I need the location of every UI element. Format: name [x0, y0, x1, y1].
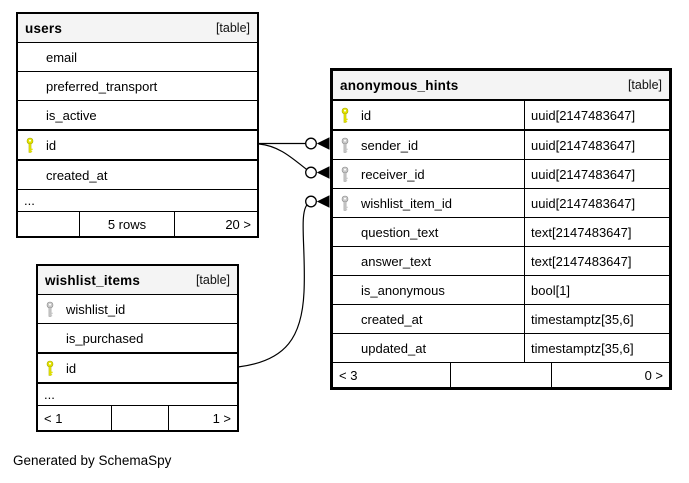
column-row-email: email	[18, 43, 257, 72]
column-row-receiver-id: receiver_id uuid[2147483647]	[333, 160, 669, 189]
column-row-created-at: created_at timestamptz[35,6]	[333, 305, 669, 334]
primary-key-icon	[333, 107, 361, 124]
foreign-key-icon	[333, 195, 361, 212]
foreign-key-icon	[38, 301, 66, 318]
column-type: uuid[2147483647]	[531, 107, 636, 123]
column-name: receiver_id	[361, 166, 425, 182]
column-name: wishlist_id	[66, 301, 126, 317]
edge-terminal-arrow	[316, 137, 330, 150]
column-name: id	[66, 360, 77, 376]
children-count: 20 >	[174, 212, 257, 236]
edge-terminal-arrow	[316, 166, 330, 179]
column-type: timestamptz[35,6]	[531, 311, 634, 327]
column-type: text[2147483647]	[531, 224, 632, 240]
parents-count: < 3	[339, 367, 358, 383]
table-type-badge: [table]	[195, 273, 230, 287]
footer-left	[18, 212, 79, 236]
edge-terminal-circle	[305, 137, 317, 150]
column-name: created_at	[46, 167, 108, 183]
column-name: id	[361, 107, 372, 123]
parents-count: < 1	[44, 410, 63, 426]
table-type-badge: [table]	[215, 21, 250, 35]
footer-center	[111, 406, 168, 430]
column-name: updated_at	[361, 340, 427, 356]
column-row-wishlist-item-id: wishlist_item_id uuid[2147483647]	[333, 189, 669, 218]
column-row-id: id	[18, 129, 257, 161]
column-row-is-purchased: is_purchased	[38, 324, 237, 353]
column-type: uuid[2147483647]	[531, 195, 636, 211]
table-wishlist-items-footer: < 1 1 >	[38, 406, 237, 430]
children-count: 0 >	[551, 363, 669, 387]
generated-by-note: Generated by SchemaSpy	[13, 453, 172, 468]
edge-terminal-circle	[305, 166, 317, 179]
primary-key-icon	[38, 360, 66, 377]
table-users-header[interactable]: users [table]	[18, 14, 257, 43]
column-row-answer-text: answer_text text[2147483647]	[333, 247, 669, 276]
primary-key-icon	[18, 137, 46, 154]
table-users[interactable]: users [table] email preferred_transport …	[16, 12, 259, 238]
foreign-key-icon	[333, 137, 361, 154]
column-row-is-active: is_active	[18, 101, 257, 130]
table-wishlist-items-title[interactable]: wishlist_items	[45, 272, 141, 288]
edge-terminal-circle	[305, 195, 317, 208]
column-row-id: id uuid[2147483647]	[333, 99, 669, 131]
column-name: id	[46, 137, 57, 153]
column-row-question-text: question_text text[2147483647]	[333, 218, 669, 247]
children-count: 1 >	[168, 406, 237, 430]
column-row-created-at: created_at	[18, 161, 257, 190]
column-type: uuid[2147483647]	[531, 137, 636, 153]
column-name: is_purchased	[66, 330, 144, 346]
table-anonymous-hints[interactable]: anonymous_hints [table] id uuid[21474836…	[330, 68, 672, 390]
table-anonymous-hints-header[interactable]: anonymous_hints [table]	[333, 71, 669, 100]
table-anonymous-hints-footer: < 3 0 >	[333, 363, 669, 387]
column-type: text[2147483647]	[531, 253, 632, 269]
column-name: question_text	[361, 224, 439, 240]
more-columns-ellipsis: ...	[38, 384, 237, 406]
table-wishlist-items[interactable]: wishlist_items [table] wishlist_id is_pu…	[36, 264, 239, 432]
column-name: answer_text	[361, 253, 432, 269]
column-name: preferred_transport	[46, 78, 158, 94]
column-row-sender-id: sender_id uuid[2147483647]	[333, 131, 669, 160]
column-type: bool[1]	[531, 282, 571, 298]
column-row-preferred-transport: preferred_transport	[18, 72, 257, 101]
row-count: 5 rows	[79, 212, 174, 236]
column-type: timestamptz[35,6]	[531, 340, 634, 356]
table-anonymous-hints-title[interactable]: anonymous_hints	[340, 77, 459, 93]
column-name: created_at	[361, 311, 423, 327]
column-name: sender_id	[361, 137, 419, 153]
edge-users-id-to-receiver-id	[258, 143, 307, 170]
column-row-updated-at: updated_at timestamptz[35,6]	[333, 334, 669, 363]
foreign-key-icon	[333, 166, 361, 183]
column-name: wishlist_item_id	[361, 195, 453, 211]
column-name: email	[46, 49, 78, 65]
column-name: is_active	[46, 107, 97, 123]
column-row-is-anonymous: is_anonymous bool[1]	[333, 276, 669, 305]
table-users-title[interactable]: users	[25, 20, 63, 36]
more-columns-ellipsis: ...	[18, 190, 257, 212]
column-row-wishlist-id: wishlist_id	[38, 295, 237, 324]
column-row-id: id	[38, 352, 237, 384]
table-users-footer: 5 rows 20 >	[18, 212, 257, 236]
edge-terminal-arrow	[316, 195, 330, 208]
column-name: is_anonymous	[361, 282, 445, 298]
table-type-badge: [table]	[627, 78, 662, 92]
footer-center	[450, 363, 551, 387]
column-type: uuid[2147483647]	[531, 166, 636, 182]
table-wishlist-items-header[interactable]: wishlist_items [table]	[38, 266, 237, 295]
